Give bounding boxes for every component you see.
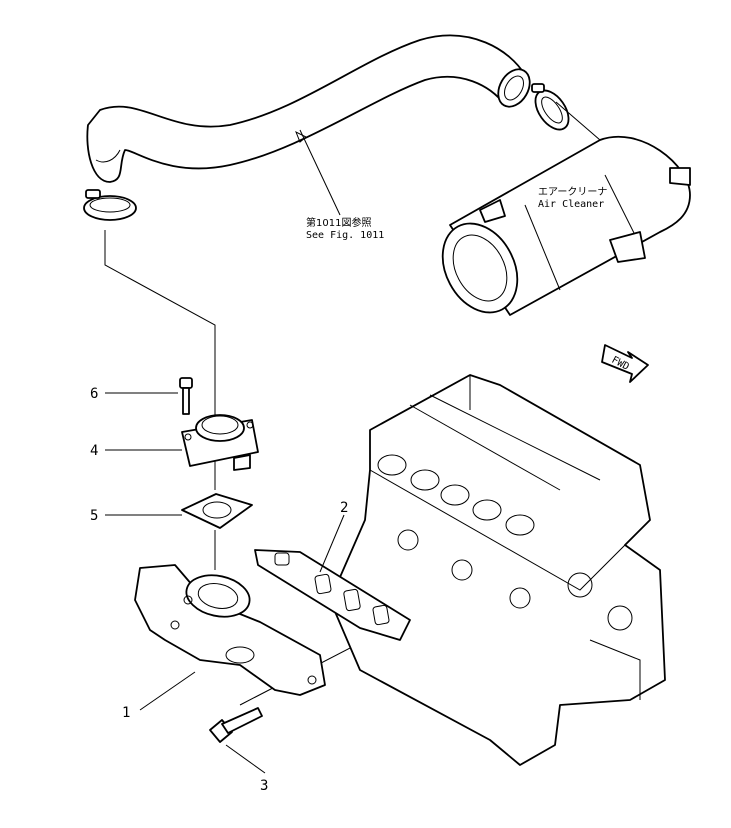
callout-5: 5 [90,508,98,524]
air-cleaner-label-jp: エアークリーナ [538,186,607,198]
callout-3: 3 [260,778,268,794]
engine-block [329,374,666,766]
air-cleaner [441,135,691,316]
hose-clamp-lower [83,189,137,221]
see-fig-ref-jp: 第1011図参照 [306,216,371,229]
intake-hose [86,34,531,183]
callout-1: 1 [122,705,130,721]
fwd-arrow: FWD [601,344,649,383]
flange-gasket [181,493,253,529]
bolt-upper [179,377,193,415]
callout-leaders [105,392,345,774]
exhaust-manifold [134,564,326,696]
callout-2: 2 [340,500,348,516]
see-fig-ref-en: See Fig. 1011 [306,230,384,241]
elbow-flange [181,414,259,471]
bolt-lower [209,707,263,743]
callout-6: 6 [90,386,98,402]
hose-clamp-upper [531,83,570,131]
callout-4: 4 [90,443,98,459]
air-cleaner-label-en: Air Cleaner [538,199,604,210]
manifold-gasket [254,549,411,641]
